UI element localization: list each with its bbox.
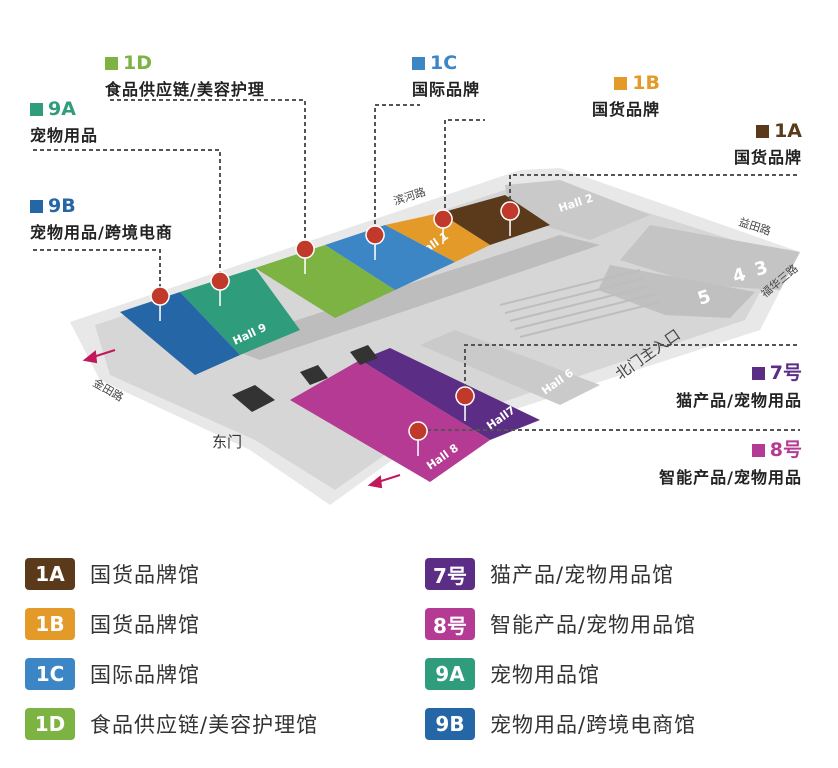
legend: 1A 国货品牌馆 1B 国货品牌馆 1C 国际品牌馆 1D 食品供应链/美容护理… <box>0 545 838 765</box>
connector-steps-2 <box>350 345 378 365</box>
legend-badge: 9A <box>425 658 475 690</box>
legend-item-7: 7号 猫产品/宠物用品馆 <box>425 557 674 591</box>
pin-icon <box>150 286 170 322</box>
legend-item-9a: 9A 宠物用品馆 <box>425 657 600 691</box>
legend-label: 智能产品/宠物用品馆 <box>490 613 697 637</box>
legend-item-1d: 1D 食品供应链/美容护理馆 <box>25 707 318 741</box>
legend-item-1b: 1B 国货品牌馆 <box>25 607 200 641</box>
pin-icons <box>150 201 520 457</box>
hall-6-block <box>420 330 600 405</box>
hall-1a <box>440 195 550 245</box>
callout-1a: 1A 国货品牌 <box>700 120 802 168</box>
pin-icon <box>365 225 385 261</box>
callout-desc: 国货品牌 <box>591 100 660 119</box>
hall-1b <box>385 213 490 262</box>
legend-item-1c: 1C 国际品牌馆 <box>25 657 200 691</box>
callout-8: 8号 智能产品/宠物用品 <box>620 435 802 488</box>
legend-label: 宠物用品馆 <box>490 663 600 687</box>
hall-9b <box>120 292 240 375</box>
legend-label: 国际品牌馆 <box>90 663 200 687</box>
hall-4-label: 4 <box>730 264 748 288</box>
legend-badge: 1B <box>25 608 75 640</box>
callout-code: 1A <box>774 120 802 142</box>
legend-item-1a: 1A 国货品牌馆 <box>25 557 200 591</box>
north-entrance-steps <box>499 269 661 338</box>
callout-code: 1C <box>430 52 458 74</box>
swatch-9a <box>30 103 43 116</box>
callout-1d: 1D 食品供应链/美容护理 <box>105 52 265 100</box>
connector-steps <box>300 365 328 385</box>
arrow-left-icon <box>367 475 383 489</box>
swatch-8 <box>751 444 765 457</box>
swatch-1d <box>105 57 118 70</box>
callout-desc: 国货品牌 <box>733 148 802 167</box>
callout-code: 9B <box>48 195 76 217</box>
callout-code: 7号 <box>769 362 802 384</box>
legend-item-8: 8号 智能产品/宠物用品馆 <box>425 607 696 641</box>
hall-9a <box>180 268 300 355</box>
legend-label: 国货品牌馆 <box>90 563 200 587</box>
legend-label: 国货品牌馆 <box>90 613 200 637</box>
callout-code: 1D <box>123 52 152 74</box>
legend-badge: 1D <box>25 708 75 740</box>
pin-icon <box>408 421 428 457</box>
pin-icon <box>500 201 520 237</box>
legend-badge: 8号 <box>425 608 475 640</box>
hall-1c <box>325 225 455 290</box>
callout-desc: 智能产品/宠物用品 <box>659 468 802 487</box>
legend-badge: 1C <box>25 658 75 690</box>
callout-1b: 1B 国货品牌 <box>560 72 660 120</box>
hall-5-label: 5 <box>695 286 713 310</box>
legend-label: 猫产品/宠物用品馆 <box>490 563 675 587</box>
pin-icon <box>455 386 475 422</box>
callout-desc: 宠物用品/跨境电商 <box>30 223 173 242</box>
venue-map: Hall 2 4 3 5 Hall 6 Hall 1 Hall 9 Hall7 … <box>30 99 801 505</box>
hall-7 <box>360 348 540 440</box>
legend-badge: 7号 <box>425 558 475 590</box>
callout-code: 9A <box>48 98 76 120</box>
site-platform-inner <box>95 183 780 490</box>
hall-3-label: 3 <box>752 257 770 281</box>
swatch-1b <box>614 77 628 90</box>
legend-item-9b: 9B 宠物用品/跨境电商馆 <box>425 707 696 741</box>
swatch-7 <box>751 367 765 380</box>
callout-code: 8号 <box>769 439 802 461</box>
hall-1d <box>255 245 395 318</box>
swatch-9b <box>30 200 43 213</box>
callout-code: 1B <box>632 72 660 94</box>
central-corridor <box>220 235 600 360</box>
callout-desc: 宠物用品 <box>30 126 99 145</box>
callout-leaders <box>30 99 800 431</box>
swatch-1a <box>756 125 770 138</box>
legend-label: 宠物用品/跨境电商馆 <box>490 713 697 737</box>
pin-icon <box>433 209 453 245</box>
swatch-1c <box>412 57 425 70</box>
hall-5-block <box>598 265 755 318</box>
hall-4-3-block <box>620 225 800 290</box>
callout-desc: 猫产品/宠物用品 <box>676 391 802 410</box>
pin-icon <box>295 239 315 275</box>
hall-8 <box>290 360 490 482</box>
callout-desc: 国际品牌 <box>412 80 481 99</box>
legend-badge: 1A <box>25 558 75 590</box>
legend-label: 食品供应链/美容护理馆 <box>90 713 319 737</box>
east-gate-steps <box>232 385 275 412</box>
east-gate-label: 东门 <box>212 433 242 451</box>
pin-icon <box>210 271 230 307</box>
callout-1c: 1C 国际品牌 <box>412 52 480 100</box>
hall-2-block <box>505 180 650 240</box>
callout-desc: 食品供应链/美容护理 <box>105 80 265 99</box>
legend-badge: 9B <box>425 708 475 740</box>
callout-9a: 9A 宠物用品 <box>30 98 98 146</box>
arrow-left-icon <box>82 350 98 364</box>
callout-9b: 9B 宠物用品/跨境电商 <box>30 195 173 243</box>
arrow-icons <box>82 349 401 489</box>
callout-7: 7号 猫产品/宠物用品 <box>640 358 802 411</box>
